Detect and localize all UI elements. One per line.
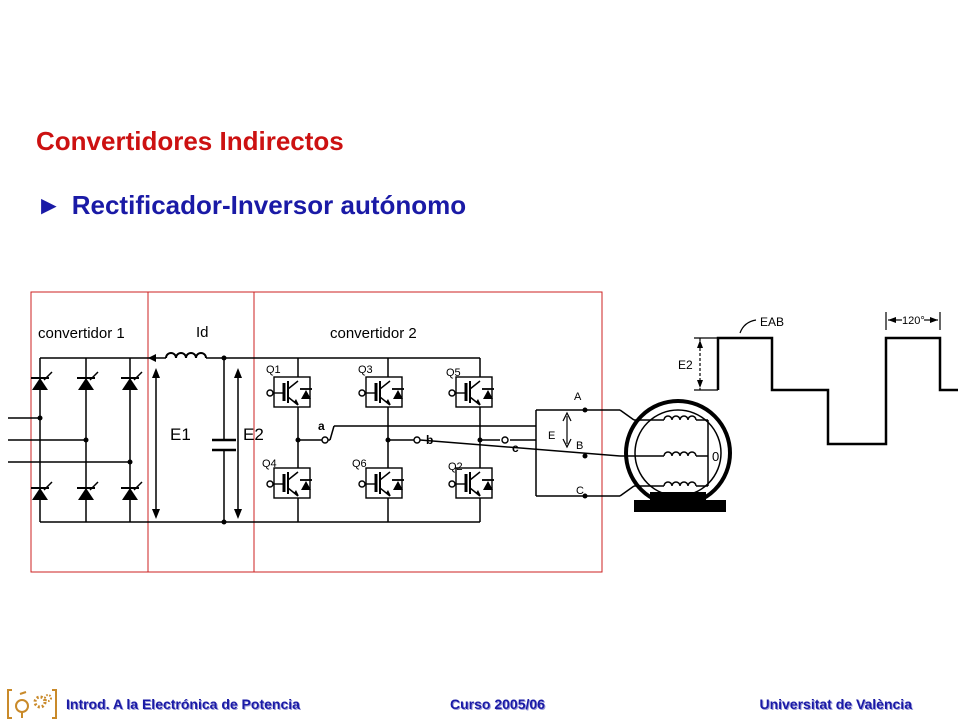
phase-terminals	[582, 407, 588, 499]
block1-label: convertidor 1	[38, 325, 125, 342]
phase-labels: A B C E	[548, 391, 584, 497]
node-labels: a b c	[318, 419, 519, 455]
footer-course-name: Introd. A la Electrónica de Potencia	[66, 696, 300, 712]
switch-q4	[265, 466, 314, 500]
switch-label-q4: Q4	[262, 458, 277, 470]
angle-label: 120°	[902, 315, 925, 327]
block-frames	[30, 291, 603, 573]
slide-title: Convertidores Indirectos	[36, 126, 344, 156]
waveform-eab	[716, 336, 958, 446]
phase-voltage-arrow	[562, 411, 572, 449]
block-labels: convertidor 1 convertidor 2 Id E1 E2	[38, 324, 417, 444]
block2-label: convertidor 2	[330, 325, 417, 342]
voltage1-label: E1	[170, 425, 191, 444]
switch-q6	[357, 466, 406, 500]
node-label-a: a	[318, 419, 325, 433]
switch-label-q1: Q1	[266, 364, 281, 376]
footer: Introd. A la Electrónica de Potencia Cur…	[0, 688, 960, 720]
university-logo-icon	[7, 689, 57, 719]
rectifier-nodes	[37, 415, 133, 465]
switch-q3	[357, 375, 406, 409]
waveform-labels: EAB E2 120°	[678, 315, 925, 372]
dc-link-arrows	[148, 354, 242, 525]
eab-label: EAB	[760, 315, 784, 329]
switch-label-q6: Q6	[352, 458, 367, 470]
neutral-label: 0	[712, 449, 719, 464]
switch-q1	[265, 375, 314, 409]
inductor-icon	[165, 352, 207, 359]
switch-labels: Q1 Q3 Q5 Q4 Q6 Q2	[262, 364, 463, 473]
footer-university: Universitat de València	[759, 696, 912, 712]
subtitle-text: Rectificador-Inversor autónomo	[71, 190, 467, 220]
e2-amplitude-label: E2	[678, 358, 693, 372]
waveform-annotations	[694, 312, 941, 391]
phase-label-c: C	[576, 485, 584, 497]
footer-year: Curso 2005/06	[450, 696, 545, 712]
frame-inverter	[253, 291, 603, 573]
bullet-arrow-icon: ►	[36, 190, 62, 220]
output-nodes	[295, 436, 509, 444]
switch-q5	[447, 375, 496, 409]
phase-label-b: B	[576, 440, 583, 452]
waveform-arrowheads	[697, 317, 938, 388]
dc-link	[148, 352, 480, 523]
switch-label-q5: Q5	[446, 367, 461, 379]
slide-subtitle: ► Rectificador-Inversor autónomo	[36, 190, 466, 221]
phase-voltage-label: E	[548, 430, 555, 442]
node-label-c: c	[512, 441, 519, 455]
switch-label-q3: Q3	[358, 364, 373, 376]
switch-label-q2: Q2	[448, 461, 463, 473]
inverter-switches	[265, 375, 496, 500]
node-label-b: b	[426, 433, 433, 447]
motor-icon	[620, 399, 732, 512]
phase-label-a: A	[574, 391, 582, 403]
voltage2-label: E2	[243, 425, 264, 444]
current-label: Id	[196, 324, 209, 341]
